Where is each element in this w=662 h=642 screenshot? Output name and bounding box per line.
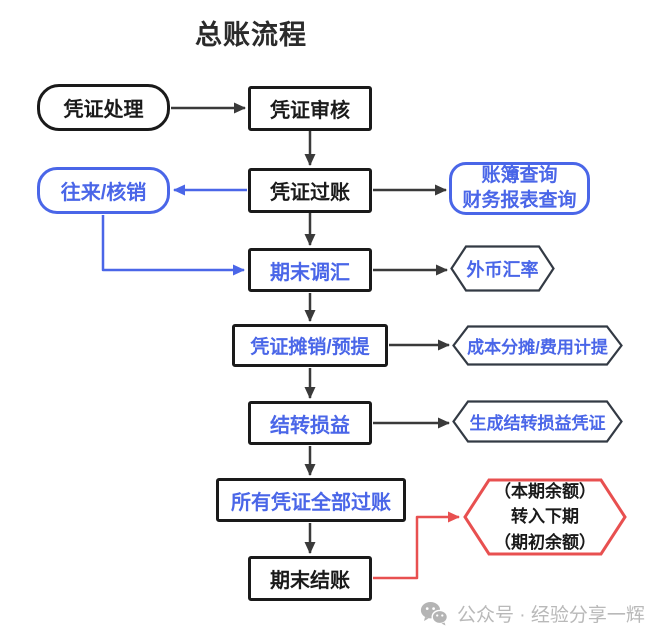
node-label-line1: 账簿查询 <box>481 164 558 186</box>
node-label: 凭证审核 <box>270 100 350 122</box>
node-label-line2: 财务报表查询 <box>462 189 577 211</box>
node-cost-allocation-expense-accrual: 成本分摊/费用计提 <box>452 325 623 366</box>
watermark: 公众号 · 经验分享一辉 <box>420 600 645 627</box>
node-profit-loss-carryforward: 结转损益 <box>248 401 372 445</box>
node-period-end-revaluation: 期末调汇 <box>248 248 372 292</box>
node-all-vouchers-posted: 所有凭证全部过账 <box>216 478 406 522</box>
node-label: 凭证过账 <box>270 182 350 204</box>
node-balance-carryover: （本期余额） 转入下期 （期初余额） <box>463 478 627 556</box>
node-label-line1: （本期余额） <box>494 481 596 501</box>
node-period-end-closing: 期末结账 <box>248 556 372 601</box>
hexagon-shape <box>452 400 623 443</box>
node-label: 凭证摊销/预提 <box>250 337 370 358</box>
node-transactions-writeoff: 往来/核销 <box>37 167 170 214</box>
node-label: 成本分摊/费用计提 <box>467 338 608 357</box>
node-label: 期末调汇 <box>270 261 350 284</box>
node-label-line3: （期初余额） <box>494 532 596 552</box>
page-title: 总账流程 <box>195 20 307 50</box>
wechat-icon <box>420 602 448 626</box>
hexagon-shape <box>452 325 623 366</box>
node-label: 生成结转损益凭证 <box>469 414 606 433</box>
node-foreign-exchange-rate: 外币汇率 <box>450 245 555 292</box>
hexagon-shape <box>450 245 555 292</box>
node-label: 往来/核销 <box>60 182 147 204</box>
node-ledger-report-query: 账簿查询 财务报表查询 <box>449 162 590 215</box>
node-voucher-processing: 凭证处理 <box>37 84 170 131</box>
node-label: 结转损益 <box>270 414 350 437</box>
watermark-text: 公众号 · 经验分享一辉 <box>457 605 645 626</box>
node-label: 外币汇率 <box>466 259 539 280</box>
node-voucher-amortization-accrual: 凭证摊销/预提 <box>232 324 388 367</box>
hexagon-shape <box>463 478 627 556</box>
node-label: 所有凭证全部过账 <box>231 491 391 514</box>
node-label: 凭证处理 <box>63 99 144 121</box>
node-label-line2: 转入下期 <box>511 507 579 527</box>
node-voucher-posting: 凭证过账 <box>248 168 372 213</box>
node-generate-carryforward-voucher: 生成结转损益凭证 <box>452 400 623 443</box>
node-label: 期末结账 <box>270 570 350 592</box>
node-voucher-review: 凭证审核 <box>248 86 372 131</box>
